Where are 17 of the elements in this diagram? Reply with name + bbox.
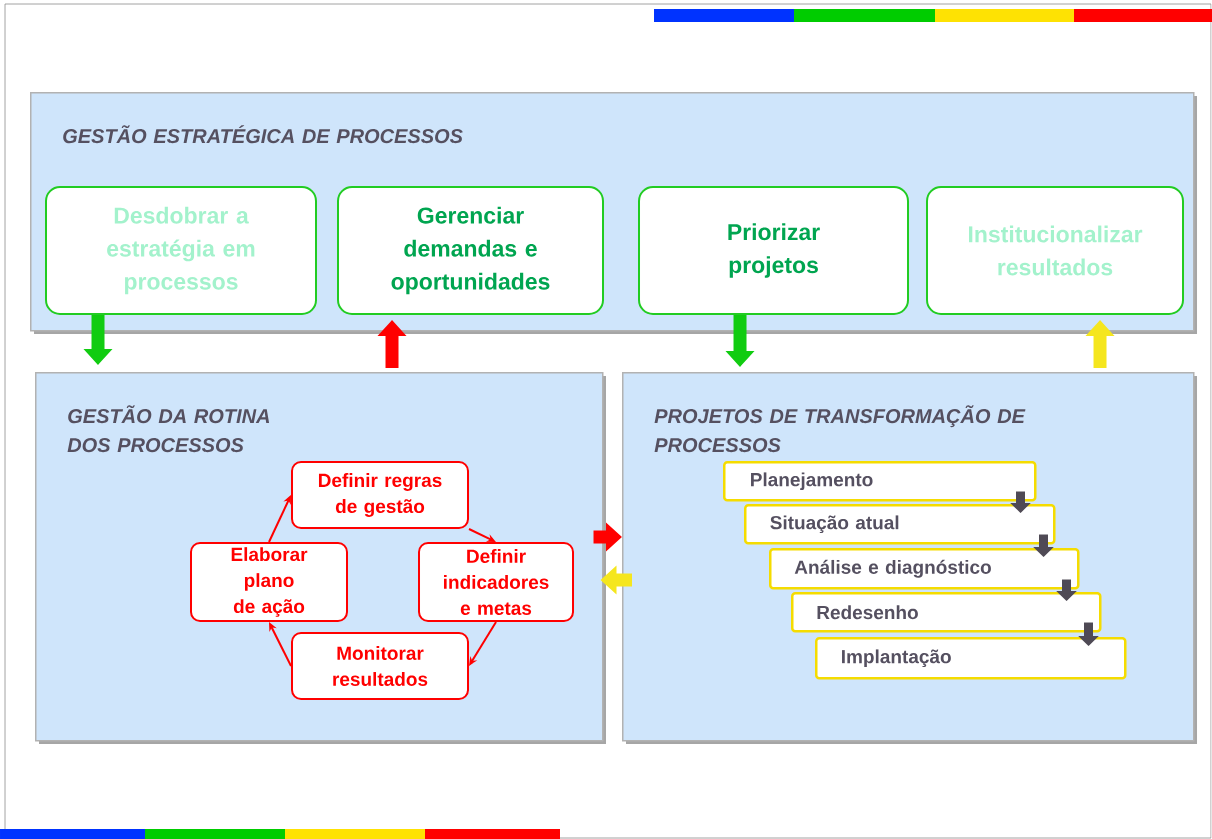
process-box: Desdobrar a estratégia em processos [45, 186, 317, 315]
cycle-box: Definir indicadores e metas [418, 542, 574, 622]
cycle-box: Elaborar plano de ação [190, 542, 348, 622]
step-box: Análise e diagnóstico [769, 548, 1080, 590]
step-box: Planejamento [723, 461, 1037, 502]
step-box: Implantação [815, 637, 1127, 680]
cycle-box: Monitorar resultados [291, 632, 469, 700]
arrow [468, 528, 496, 542]
arrow [268, 495, 291, 543]
arrow [469, 621, 497, 666]
process-box: Priorizar projetos [638, 186, 909, 315]
step-box: Redesenho [791, 592, 1102, 633]
step-box: Situação atual [744, 504, 1056, 545]
process-box: Institucionalizar resultados [926, 186, 1184, 315]
arrow [269, 622, 292, 667]
cycle-box: Definir regras de gestão [291, 461, 469, 529]
process-box: Gerenciar demandas e oportunidades [337, 186, 604, 315]
